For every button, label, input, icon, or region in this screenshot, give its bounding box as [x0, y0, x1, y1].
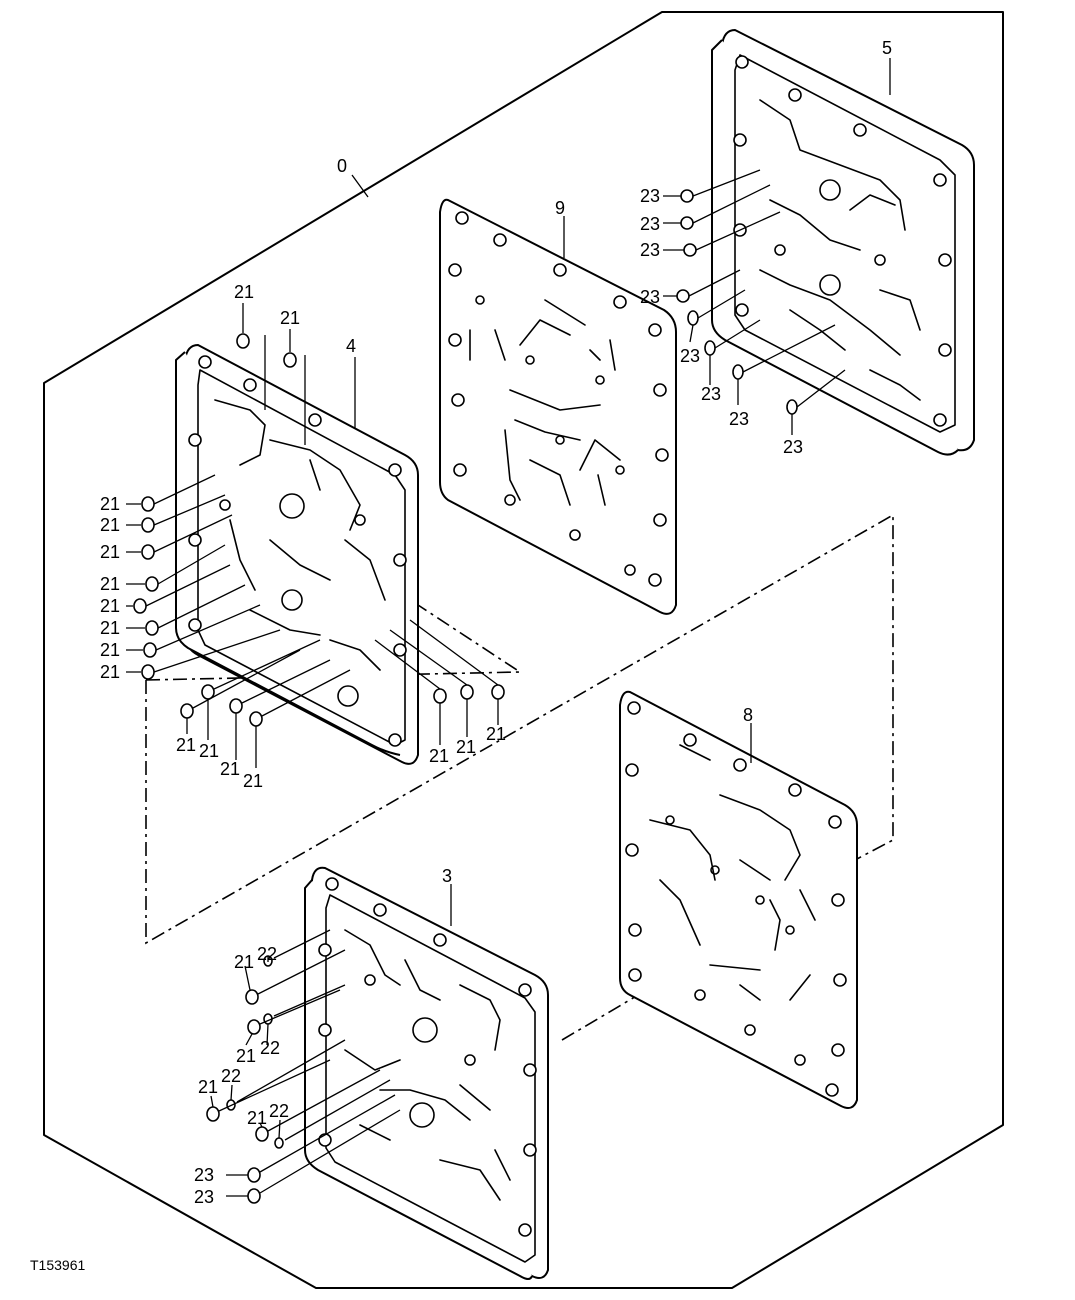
plate-4: [175, 344, 419, 765]
alignment-line-left: [145, 513, 894, 945]
callout-21: 21: [486, 724, 506, 744]
callout-22: 22: [260, 1038, 280, 1058]
callout-21: 21: [100, 618, 120, 638]
callout-23: 23: [701, 384, 721, 404]
figure-id: T153961: [30, 1257, 85, 1273]
callout-23-ticks: [663, 195, 793, 435]
callout-21: 21: [234, 952, 254, 972]
callout-21: 21: [220, 759, 240, 779]
plugs-plate-4-left: [126, 474, 281, 680]
callout-21: 21: [429, 746, 449, 766]
callout-21: 21: [100, 515, 120, 535]
callout-0: 0: [337, 156, 347, 176]
callout-8: 8: [743, 705, 753, 725]
callout-21: 21: [100, 542, 120, 562]
callout-23: 23: [729, 409, 749, 429]
callout-4: 4: [346, 336, 356, 356]
callout-21: 21: [234, 282, 254, 302]
callout-21: 21: [199, 741, 219, 761]
leader-0: [351, 174, 369, 198]
plugs-plate-4-bottom: [180, 619, 505, 768]
callout-21: 21: [100, 574, 120, 594]
callout-23: 23: [783, 437, 803, 457]
callout-23: 23: [640, 240, 660, 260]
callout-5: 5: [882, 38, 892, 58]
callout-21: 21: [100, 662, 120, 682]
callout-21: 21: [280, 308, 300, 328]
callout-21: 21: [198, 1077, 218, 1097]
callout-23: 23: [640, 186, 660, 206]
callout-21: 21: [176, 735, 196, 755]
callout-23: 23: [680, 346, 700, 366]
callout-21: 21: [247, 1108, 267, 1128]
gasket-9: [439, 198, 677, 615]
callout-23: 23: [194, 1165, 214, 1185]
callout-21: 21: [236, 1046, 256, 1066]
plugs-plate-4-top: [236, 303, 306, 445]
screens-plate-5: [676, 169, 846, 415]
callout-22: 22: [221, 1066, 241, 1086]
callout-9: 9: [555, 198, 565, 218]
callout-22: 22: [257, 944, 277, 964]
assembly-outline: [43, 11, 1004, 1289]
callout-22: 22: [269, 1101, 289, 1121]
callout-21: 21: [100, 494, 120, 514]
plate-3: [304, 866, 549, 1280]
callout-21: 21: [456, 737, 476, 757]
callout-21: 21: [243, 771, 263, 791]
callout-21: 21: [100, 596, 120, 616]
callout-23: 23: [640, 214, 660, 234]
gasket-8: [619, 690, 858, 1109]
small-parts-plate-3: [206, 929, 401, 1204]
callout-3: 3: [442, 866, 452, 886]
callout-23: 23: [194, 1187, 214, 1207]
callout-23: 23: [640, 287, 660, 307]
callout-21: 21: [100, 640, 120, 660]
plate-5: [711, 29, 975, 456]
